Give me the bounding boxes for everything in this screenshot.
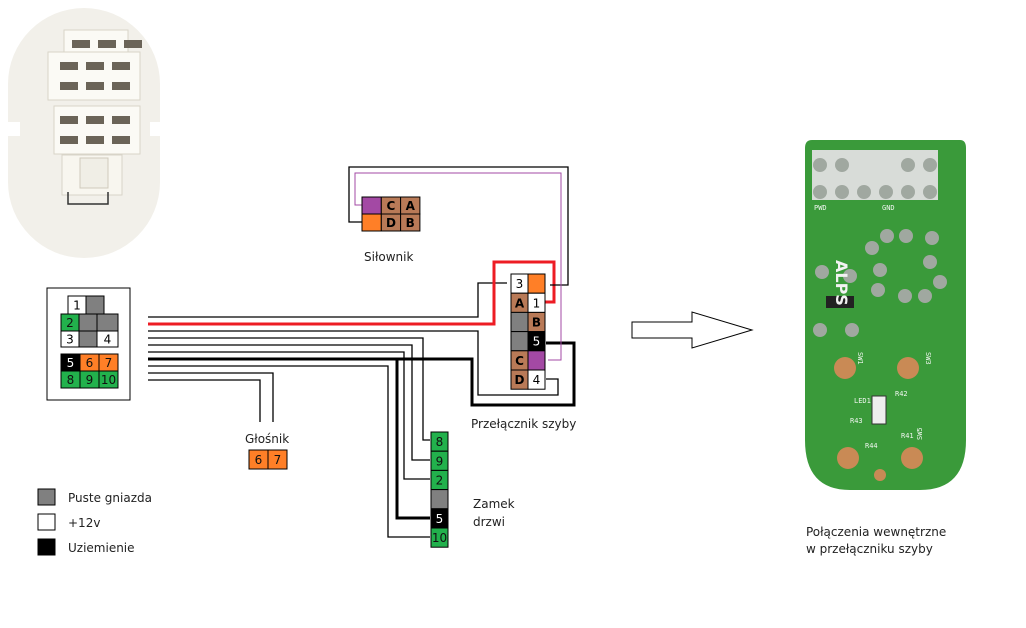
arrow-icon [631,311,754,349]
pcb-caption-line1: Połączenia wewnętrzne [806,525,946,539]
wire-5-door [395,359,430,520]
door-pin-label: 9 [436,454,444,468]
speaker-pin-label: 6 [255,453,263,467]
main-pin-label: 3 [66,333,74,347]
main-pin-cell [78,313,98,332]
main-pin-label: 9 [86,373,94,387]
pcb-lettering-r42: R42 [895,390,908,398]
actuator-pin-cell [361,213,382,232]
door-lock-label-1: Zamek [473,497,515,511]
wires [148,166,576,538]
switch-pin-label: 5 [533,335,541,349]
legend-swatch [37,488,56,506]
switch-pin-cell [510,331,529,352]
main-pin-label: 5 [67,356,75,370]
wire-actuator-d [348,166,569,286]
legend-text: +12v [68,516,100,530]
pcb-lettering-pwd: PWD [814,204,827,212]
pcb-lettering-sw5: SW5 [916,427,924,440]
switch-pin-label: D [515,373,525,387]
wire-4 [148,330,559,396]
speaker-label: Głośnik [245,432,289,446]
wire-6 [148,379,261,422]
wire-2 [148,351,430,480]
main-pin-label: 6 [86,356,94,370]
legend-text: Puste gniazda [68,491,152,505]
actuator-pin-label: B [406,216,415,230]
legend-text: Uziemienie [68,541,135,555]
wire-1-12v [148,260,556,326]
switch-pin-label: 3 [516,277,524,291]
main-pin-label: 7 [105,356,113,370]
pcb-caption-line2: w przełączniku szyby [806,542,933,556]
door-lock-connector: 8 9 2 5 10 [430,431,449,548]
speaker-pin-label: 7 [274,453,282,467]
main-pin-cell [96,313,119,332]
wire-actuator-purple [354,172,562,361]
main-pin-label: 2 [66,316,74,330]
wire-8 [148,337,430,441]
main-pin-cell [96,330,119,348]
switch-pin-label: A [515,296,525,310]
pcb-lettering-r44: R44 [865,442,878,450]
actuator-pin-label: D [386,216,396,230]
door-pin-label: 8 [436,435,444,449]
wire-10 [148,365,430,538]
actuator-pin-label: A [406,199,416,213]
door-pin-cell [430,527,449,548]
speaker-pin-cell [267,449,288,470]
actuator-pin-cell [400,213,421,232]
pcb-lettering-gnd: GND [882,204,895,212]
main-pin-cell [78,330,98,348]
wire-5-ground [148,341,576,407]
wire-9 [148,344,430,461]
pcb-lettering-r41: R41 [901,432,914,440]
actuator-pin-label: C [387,199,396,213]
actuator-label: Siłownik [364,250,413,264]
pcb-lettering-r43: R43 [850,417,863,425]
switch-pin-label: B [532,316,541,330]
switch-pin-label: 4 [533,373,541,387]
wire-7 [148,372,274,422]
door-pin-label: 2 [436,474,444,488]
wire-3 [148,282,507,318]
main-pin-label: 4 [104,333,112,347]
main-pin-cell [85,295,105,315]
pcb-lettering-sw1: SW1 [856,352,864,365]
door-pin-label: 5 [436,512,444,526]
switch-pin-label: C [515,354,524,368]
legend-swatch-cell [37,538,56,556]
pcb-alps-lettering: ALPS [832,260,851,306]
main-pin-label: 1 [73,299,81,313]
connector-photo [0,8,170,258]
switch-pin-cell [510,311,529,333]
door-lock-label-2: drzwi [473,515,505,529]
switch-pin-cell [527,350,546,371]
actuator-pin-cell [361,196,382,215]
main-pin-label: 8 [67,373,75,387]
door-pin-label: 10 [432,531,447,545]
pcb-lettering-led1: LED1 [854,397,871,405]
legend-swatch-cell [37,513,56,531]
door-pin-cell [430,489,449,510]
main-pin-cell [98,370,119,389]
switch-pin-label: 1 [533,296,541,310]
window-switch-label: Przełącznik szyby [471,417,576,431]
switch-pin-cell [527,369,546,390]
switch-pin-cell [527,273,546,294]
pcb-photo: ALPS PWD GND SW1 SW3 SW5 LED1 R41 R42 R4… [805,140,966,490]
pcb-lettering-sw3: SW3 [924,352,932,365]
main-pin-label: 10 [101,373,116,387]
